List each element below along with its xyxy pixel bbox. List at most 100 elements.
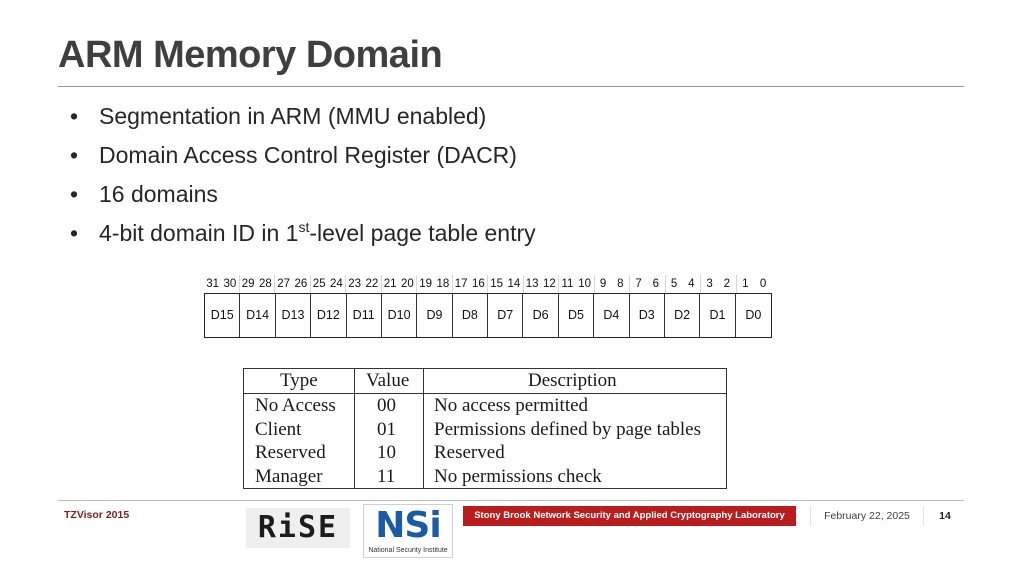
rise-logo: RiSE [246, 508, 350, 548]
register-domain-field: D13 [276, 294, 312, 337]
table-column-divider [423, 369, 424, 488]
register-bit-number: 4 [688, 278, 695, 290]
register-bit-number: 27 [277, 278, 291, 290]
register-bit-number: 14 [507, 278, 521, 290]
bullet-superscript: st [298, 219, 310, 235]
register-bit-number: 2 [723, 278, 731, 290]
register-domain-field: D11 [347, 294, 382, 337]
table-column-divider [354, 369, 355, 488]
table-header-value: Value [366, 370, 410, 391]
table-header-description: Description [528, 370, 617, 391]
bullet-item: 16 domains [70, 179, 536, 218]
domain-access-table: Type Value Description No Access 00 No acc… [243, 368, 727, 489]
register-bit-number: 22 [365, 278, 379, 290]
table-cell-value: 01 [377, 418, 396, 440]
register-bit-number: 0 [759, 278, 767, 290]
nsi-logo-caption: National Security Institute [368, 547, 448, 554]
register-bit-number: 18 [436, 278, 450, 290]
nsi-logo: NSi National Security Institute [363, 504, 453, 558]
register-bit-number: 1 [742, 278, 749, 290]
register-bit-number: 8 [617, 278, 624, 290]
register-domain-field: D2 [665, 294, 701, 337]
register-domain-field: D9 [417, 294, 453, 337]
table-header-row [244, 369, 726, 394]
table-cell-description: Reserved [434, 442, 505, 463]
table-cell-type: Manager [255, 465, 323, 487]
register-bit-number: 15 [490, 278, 504, 290]
register-bit-number: 6 [652, 278, 660, 290]
register-domain-field: D0 [745, 308, 762, 322]
register-bit-number: 28 [258, 278, 272, 290]
table-cell-value: 11 [377, 465, 396, 487]
register-bit-number: 29 [241, 278, 255, 290]
register-bit-number: 5 [670, 278, 678, 290]
register-bit-number: 10 [578, 278, 592, 290]
register-bit-number: 13 [525, 278, 539, 290]
page-number: 14 [939, 510, 951, 522]
register-domain-field: D14 [240, 294, 276, 337]
register-domain-field: D6 [523, 294, 559, 337]
register-bit-number: 24 [329, 278, 343, 290]
bullet-item: Domain Access Control Register (DACR) [70, 140, 536, 179]
table-header-type: Type [280, 370, 318, 391]
nsi-logo-mark: NSi [375, 505, 441, 546]
table-cell-description: Permissions defined by page tables [434, 418, 702, 440]
register-bit-number: 31 [206, 278, 220, 290]
register-bit-number: 16 [471, 278, 485, 290]
register-bit-number: 17 [454, 278, 468, 290]
register-bit-number: 25 [312, 278, 326, 290]
register-domain-field: D12 [311, 294, 347, 337]
table-cell-type: Client [255, 418, 302, 440]
register-domain-field: D1 [700, 294, 736, 337]
table-cell-type: Reserved [255, 442, 326, 463]
bullet-item: Segmentation in ARM (MMU enabled) [70, 101, 536, 140]
register-domain-field: D10 [382, 294, 418, 337]
register-bit-pair: 11 10 [559, 275, 595, 293]
bullet-text-after: -level page table entry [309, 220, 536, 246]
register-bit-number: 9 [599, 278, 607, 290]
table-cell-description: No permissions check [434, 465, 602, 487]
register-bit-number: 3 [706, 278, 713, 290]
table-cell-value: 00 [377, 395, 396, 416]
register-domain-field: D5 [559, 294, 595, 337]
footer-divider [58, 500, 964, 501]
slide-date: February 22, 2025 [810, 506, 924, 526]
register-domain-field: D8 [453, 294, 488, 337]
footer-event-label: TZVisor 2015 [64, 509, 130, 521]
lab-banner: Stony Brook Network Security and Applied… [463, 506, 796, 526]
bullet-text-before: 4-bit domain ID in 1 [99, 220, 299, 246]
register-bit-number: 11 [561, 278, 574, 290]
register-domain-field: D4 [594, 294, 630, 337]
register-bit-number: 20 [400, 278, 414, 290]
register-bit-number: 21 [383, 278, 397, 290]
slide-title: ARM Memory Domain [58, 34, 443, 76]
bullet-item-domain-id: 4-bit domain ID in 1st-level page table … [70, 218, 536, 257]
rise-logo-text: RiSE [257, 510, 339, 545]
table-cell-description: No access permitted [434, 395, 589, 416]
bullet-list: Segmentation in ARM (MMU enabled) Domain… [70, 101, 536, 257]
register-bit-number: 12 [542, 278, 556, 290]
register-bit-number: 26 [294, 278, 308, 290]
table-cell-value: 10 [377, 442, 396, 463]
title-divider [58, 86, 964, 87]
register-domain-field: D3 [630, 294, 665, 337]
register-bit-number: 7 [635, 278, 642, 290]
table-cell-type: No Access [255, 395, 336, 416]
